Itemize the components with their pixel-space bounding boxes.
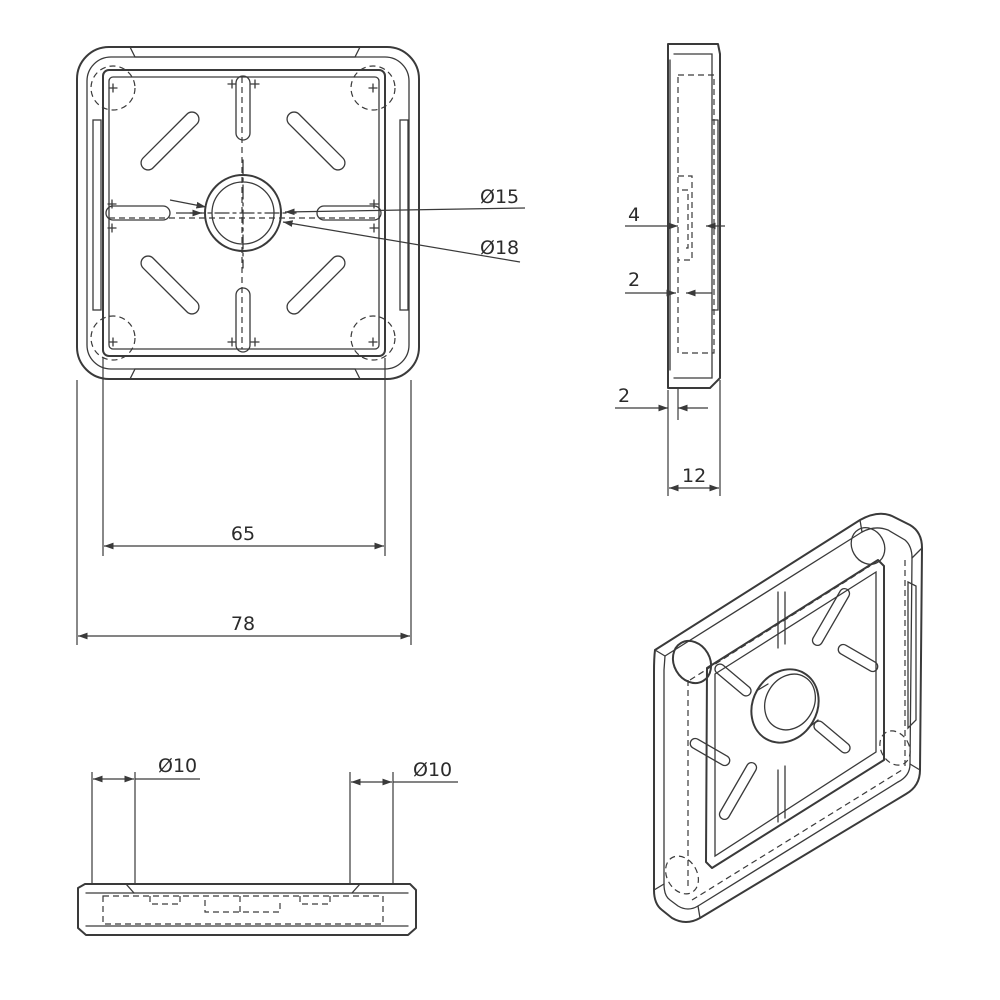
top-view xyxy=(76,46,420,380)
dim-gap-4: 4 xyxy=(628,204,640,226)
dim-corner-hole-right: Ø10 xyxy=(413,759,452,781)
dim-78: 78 xyxy=(231,613,255,635)
dim-bore-inner: Ø15 xyxy=(480,186,519,208)
dim-bore-outer: Ø18 xyxy=(480,237,519,259)
isometric-view xyxy=(653,512,923,923)
dim-12: 12 xyxy=(682,465,706,487)
front-view xyxy=(77,883,417,936)
dim-base-2: 2 xyxy=(618,385,630,407)
dim-65: 65 xyxy=(231,523,255,545)
side-view xyxy=(667,43,721,389)
dim-corner-hole-left: Ø10 xyxy=(158,755,197,777)
dimensions: 65 78 Ø15 Ø18 4 2 2 12 Ø10 xyxy=(76,186,725,884)
dim-rib-2: 2 xyxy=(628,269,640,291)
